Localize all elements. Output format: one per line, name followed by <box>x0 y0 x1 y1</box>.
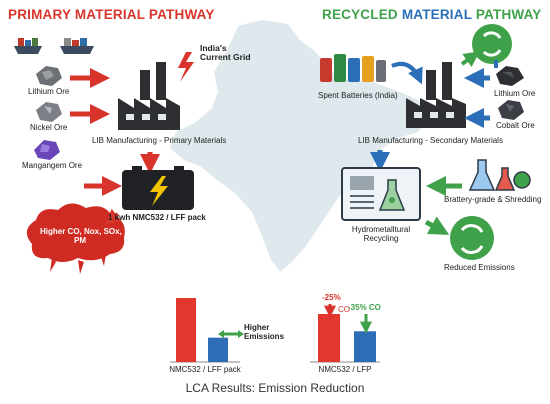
label-co-reduction: -35% CO <box>348 303 381 312</box>
flow-arrow <box>460 51 480 68</box>
chart-right <box>310 314 380 363</box>
factory-primary-icon <box>118 62 180 130</box>
label-spent-batteries: Spent Batteries (India) <box>318 91 398 100</box>
manganese-ore-icon <box>34 140 60 160</box>
nickel-ore-icon <box>36 102 62 122</box>
bar-recycled-left <box>208 337 228 362</box>
recycled-heading-word1: RECYCLED <box>322 7 402 22</box>
label-co: CO <box>338 305 350 314</box>
label-manganese-ore: Mangangem Ore <box>22 161 83 170</box>
flow-arrow <box>424 216 450 235</box>
reduced-emissions-icon <box>450 216 494 260</box>
lithium-ore-icon <box>36 66 62 86</box>
cargo-ship-icon <box>14 38 42 54</box>
hydrometallurgy-box <box>341 167 421 221</box>
spent-batteries-icon <box>320 54 386 82</box>
recycled-heading-word2: MATERIAL <box>401 7 476 22</box>
label-factory-primary: LIB Manufacturing - Primary Materials <box>92 136 227 145</box>
bar-primary-right <box>318 314 340 362</box>
factory-secondary-icon <box>406 62 466 128</box>
results-title: LCA Results: Emission Reduction <box>185 381 365 395</box>
label-factory-secondary: LIB Manufacturing - Secondary Materials <box>358 136 503 145</box>
label-reduced-emissions: Reduced Emissions <box>444 263 515 272</box>
label-cobalt-ore: Cobalt Ore <box>496 121 535 130</box>
double-arrow-head <box>218 330 244 338</box>
bar-primary-left <box>176 298 196 362</box>
chart-right-caption: NMC532 / LFP <box>318 365 372 374</box>
recycle-icon <box>472 24 512 64</box>
chart-left-caption: NMC532 / LFF pack <box>169 365 241 374</box>
cargo-ship-icon <box>60 38 94 54</box>
flasks-icon <box>468 159 531 191</box>
india-map <box>170 20 430 272</box>
flow-arrow <box>391 61 423 85</box>
recycled-heading: RECYCLED MATERIAL PATHWAY <box>322 7 542 23</box>
label-hydro: Hydrometalltural Recycling <box>351 225 411 243</box>
primary-heading: PRIMARY MATERIAL PATHWAY <box>8 7 215 22</box>
flow-arrow <box>104 208 122 225</box>
emissions-cloud <box>26 203 125 274</box>
label-pack: 1 kwh NMC532 / LFF pack <box>108 213 206 222</box>
label-higher-emissions: Higher Emissions <box>244 323 285 341</box>
label-shredding: Brattery-grade & Shredding <box>444 195 542 204</box>
label-nickel-ore: Nickel Ore <box>30 123 68 132</box>
lithium-ore-icon <box>496 66 524 86</box>
recycled-heading-word3: PATHWAY <box>475 7 542 22</box>
label-co-change: -25% <box>322 293 341 302</box>
label-grid: India's Current Grid <box>200 43 251 63</box>
label-lithium-ore-recycled: Lithium Ore <box>494 89 536 98</box>
lightning-icon <box>178 52 194 82</box>
chart-left <box>170 298 240 363</box>
cobalt-ore-icon <box>498 100 524 120</box>
label-lithium-ore: Lithium Ore <box>28 87 70 96</box>
battery-pack-icon <box>122 166 194 210</box>
bar-recycled-right <box>354 331 376 362</box>
label-emissions: Higher CO, Nox, SOx, PM <box>40 227 122 245</box>
